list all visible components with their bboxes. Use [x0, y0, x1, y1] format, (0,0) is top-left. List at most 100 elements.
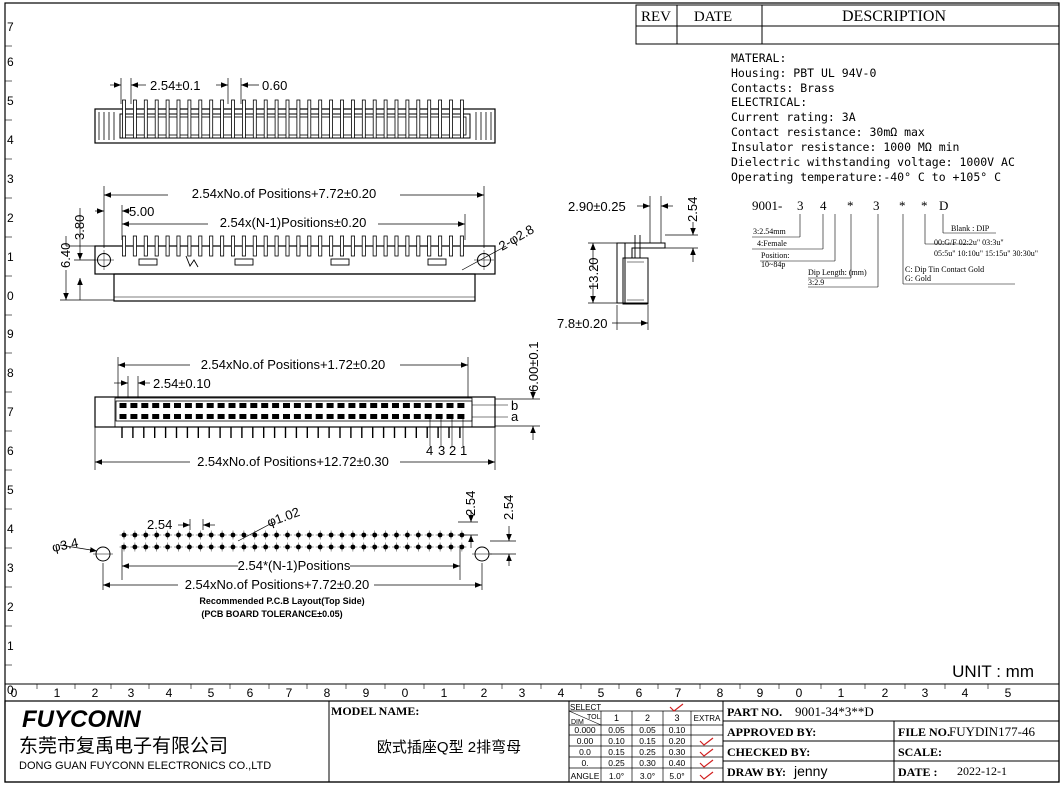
ruler-number: 7 [286, 686, 293, 700]
contact-b [261, 403, 269, 408]
contact-a [381, 414, 389, 419]
contact-b [370, 403, 378, 408]
ruler-number: 1 [54, 686, 61, 700]
dim-label: DIM [571, 719, 584, 726]
ruler-number: 2 [7, 211, 14, 225]
row-b-label: b [511, 398, 518, 413]
pin [176, 235, 181, 257]
pin [350, 235, 355, 257]
contact-outline [115, 400, 473, 422]
pin [405, 99, 410, 139]
title-block: FUYCONN 东莞市复禹电子有限公司 DONG GUAN FUYCONN EL… [4, 700, 1060, 783]
contact-b [228, 403, 236, 408]
part-code-note: 3:2.9 [808, 278, 824, 287]
pin [209, 235, 214, 257]
pin [220, 99, 225, 139]
contact-b [184, 403, 192, 408]
check-mark [699, 771, 714, 780]
part-code-note: 10~84p [761, 260, 785, 269]
side-view: 2.90±0.25 2.54 13.20 7.8±0.20 [557, 196, 700, 331]
checked-by-label: CHECKED BY: [727, 745, 810, 759]
contact-a [446, 414, 454, 419]
bottom-pitch-dimension: 2.54±0.10 [153, 376, 211, 391]
part-code-note: Dip Length: (mm) [808, 268, 867, 277]
contact-a [370, 414, 378, 419]
ruler-number: 9 [363, 686, 370, 700]
pin [372, 99, 377, 139]
pcb-row-pitch-dimension: 2.54 [463, 491, 478, 516]
file-no-value: FUYDIN177-46 [949, 724, 1035, 739]
spec-line: Operating temperature:-40° C to +105° C [731, 170, 1001, 184]
ruler-number: 1 [441, 686, 448, 700]
pin [459, 99, 464, 139]
pin [198, 235, 203, 257]
pin [318, 99, 323, 139]
ruler-number: 4 [962, 686, 969, 700]
pin [416, 235, 421, 257]
row-a-label: a [511, 409, 519, 424]
flange-offset-dimension: 5.00 [129, 204, 154, 219]
contact-a [250, 414, 258, 419]
dim-row-label: 0.00 [577, 736, 594, 746]
ruler-number: 3 [7, 561, 14, 575]
pin [209, 99, 214, 139]
draw-by-label: DRAW BY: [727, 765, 786, 779]
pin [176, 99, 181, 139]
contact-b [293, 403, 301, 408]
part-code-field: 4 [820, 198, 827, 213]
pin [340, 99, 344, 139]
contact-a [261, 414, 269, 419]
contact-b [141, 403, 149, 408]
tolerance-value: 3.0° [640, 771, 655, 781]
dim-row-label: 0. [581, 758, 588, 768]
tolerance-value: 0.05 [639, 725, 656, 735]
pin [263, 99, 268, 139]
pin [448, 235, 453, 257]
ruler-number: 4 [7, 133, 14, 147]
tolerance-value: 0.05 [608, 725, 625, 735]
pin [274, 99, 279, 139]
part-code-note: 05:5u" 10:10u" 15:15u" 30:30u" [934, 249, 1038, 258]
part-code-note: Position: [761, 251, 789, 260]
contact-a [424, 414, 432, 419]
side-view-profile [617, 242, 666, 259]
contact-b [446, 403, 454, 408]
ruler-number: 7 [7, 20, 14, 34]
bottom-view-body [94, 396, 496, 428]
contact-b [359, 403, 367, 408]
pcb-hole-dimension: φ1.02 [265, 504, 302, 530]
part-code-field: * [847, 198, 854, 213]
part-code-prefix: 9001- [752, 198, 782, 213]
pin [394, 99, 399, 139]
contact-a [217, 414, 225, 419]
contact-a [337, 414, 345, 419]
contact-b [283, 403, 290, 408]
spec-line: Housing: PBT UL 94V-0 [731, 66, 876, 80]
ruler-number: 6 [636, 686, 643, 700]
ruler-number: 3 [7, 172, 14, 186]
tolerance-value: 0.15 [608, 747, 625, 757]
company-name-chinese: 东莞市复禹电子有限公司 [19, 735, 228, 757]
company-logo: FUYCONN [22, 706, 141, 733]
contact-a [272, 414, 280, 419]
check-mark [699, 759, 714, 768]
ruler-number: 9 [7, 327, 14, 341]
part-code-field: D [939, 198, 948, 213]
ruler-number: 1 [838, 686, 845, 700]
contact-a [304, 414, 312, 419]
contact-b [206, 403, 214, 408]
pcb-inner-dimension: 2.54*(N-1)Positions [238, 558, 351, 573]
pin [383, 235, 388, 257]
pin [329, 235, 334, 257]
pitch-dimension: 2.54±0.1 [150, 78, 201, 93]
pin [307, 235, 312, 257]
contact-a [392, 414, 399, 419]
pin [296, 99, 301, 139]
model-name: 欧式插座Q型 2排弯母 [377, 739, 521, 756]
pin [274, 235, 279, 257]
pin [405, 235, 410, 257]
contact-b [195, 403, 203, 408]
part-code-note: 00:G/F 02:2u" 03:3u" [934, 238, 1004, 247]
contact-a [402, 414, 410, 419]
